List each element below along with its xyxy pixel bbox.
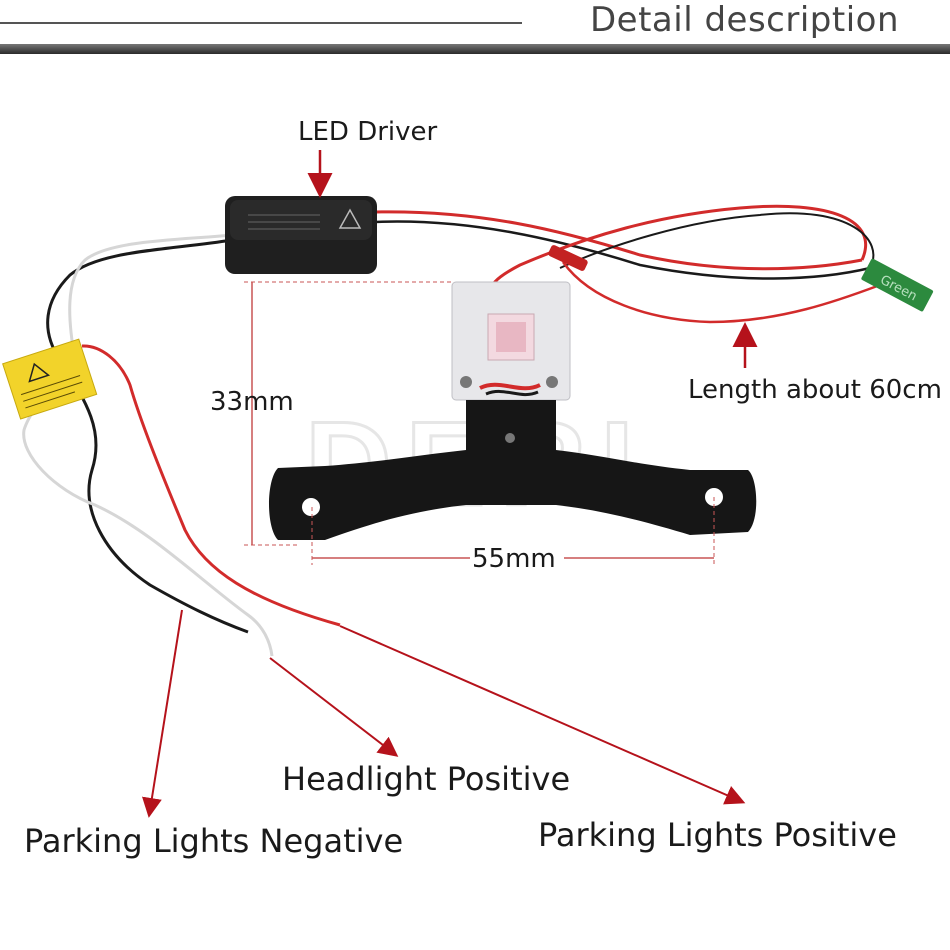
label-width-dim: 55mm (472, 544, 556, 574)
wire-black-2 (374, 220, 871, 280)
wire-red-3 (491, 204, 868, 288)
green-tag: Green (861, 258, 934, 312)
header-rule-thin (0, 22, 522, 24)
warning-label (2, 338, 98, 420)
arrow-headlight-positive (269, 657, 399, 757)
wire-black-3 (559, 212, 875, 269)
red-connector (548, 245, 588, 271)
wire-red-1 (81, 344, 341, 627)
label-parking-negative: Parking Lights Negative (24, 822, 403, 860)
label-led-driver: LED Driver (298, 117, 438, 147)
arrow-parking-negative (142, 609, 183, 818)
wire-red-4 (561, 261, 881, 324)
page-title: Detail description (590, 0, 900, 40)
header-rule-thick (0, 44, 950, 54)
label-height-dim: 33mm (210, 387, 294, 417)
arrow-parking-positive (339, 625, 746, 805)
wire-red-2 (374, 210, 863, 271)
wire-white-1 (22, 233, 274, 657)
label-parking-positive: Parking Lights Positive (538, 816, 897, 854)
mounting-bracket (269, 400, 757, 540)
label-length: Length about 60cm (688, 375, 942, 405)
wire-black-1 (46, 238, 249, 634)
bracket-hole-left (302, 498, 320, 516)
label-headlight-positive: Headlight Positive (282, 760, 570, 798)
